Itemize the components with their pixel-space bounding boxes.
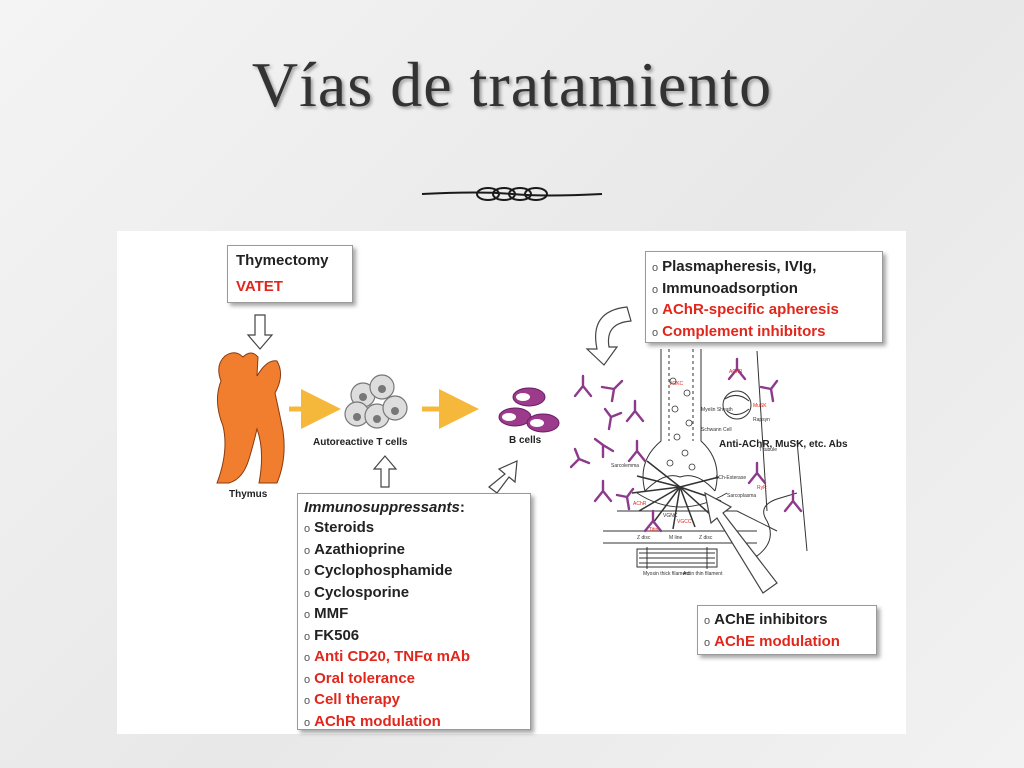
bullet-icon: o	[304, 523, 311, 535]
sarcomere	[636, 547, 718, 569]
bullet-icon: o	[304, 544, 311, 557]
bullet-icon: o	[304, 566, 311, 578]
treatment-pathways-diagram: Thymectomy VATET Thymus Autoreactive T c…	[117, 231, 906, 734]
t-cells-label: Autoreactive T cells	[313, 437, 408, 448]
vatet-label: VATET	[236, 278, 283, 295]
diagram-graphics	[216, 306, 808, 594]
nmj-label-rapsyn: Rapsyn	[753, 417, 770, 423]
immunosuppressants-heading: Immunosuppressants:	[304, 499, 465, 516]
bullet-icon: o	[704, 615, 711, 627]
arrow-plasma-curved	[585, 306, 632, 366]
nmj-label-schwann: Schwann Cell	[701, 427, 732, 433]
nmj-label-z-disc-right: Z disc	[699, 535, 713, 541]
thymus-shape	[216, 352, 285, 484]
arrow-immuno-to-tcells	[372, 455, 398, 488]
achr-inset	[722, 390, 752, 420]
b-cells-cluster	[498, 387, 560, 433]
bullet-icon: o	[304, 609, 311, 621]
bullet-icon: o	[652, 262, 659, 274]
nmj-label-ryr: RyR	[757, 485, 767, 491]
nmj-label-titin: Titin	[649, 527, 659, 533]
bullet-icon: o	[652, 326, 659, 339]
antibodies	[569, 357, 803, 533]
nmj-label-achr-top: AChR	[729, 369, 743, 375]
bullet-icon: o	[652, 283, 659, 296]
thymectomy-title: Thymectomy	[236, 252, 329, 269]
nmj-label-myosin: Myosin thick filament	[643, 571, 690, 577]
nmj-label-vgcc: VGCC	[677, 519, 692, 525]
neuromuscular-junction	[603, 349, 808, 557]
bullet-icon: o	[704, 636, 711, 649]
slide-title: Vías de tratamiento	[251, 49, 773, 120]
arrow-immuno-to-bcells	[488, 460, 518, 494]
title-flourish-ornament	[421, 187, 603, 201]
nmj-label-sarcoplasma: Sarcoplasma	[727, 493, 757, 499]
thymus-label: Thymus	[229, 489, 268, 500]
nmj-label-achr: AChR	[633, 501, 647, 507]
nmj-label-vgnc: VGNC	[663, 513, 678, 519]
arrow-ache-to-nmj	[704, 491, 778, 594]
nmj-label-myelin: Myelin Sheath	[701, 407, 733, 413]
bullet-icon: o	[304, 673, 311, 686]
bullet-icon: o	[304, 652, 311, 664]
nmj-label-z-disc-left: Z disc	[637, 535, 651, 541]
nmj-label-t-tubule: T tubule	[759, 447, 777, 453]
nmj-label-vgkc: VGKC	[669, 381, 684, 387]
b-cells-label: B cells	[509, 435, 542, 446]
arrow-thymectomy-down	[246, 314, 274, 350]
nmj-label-ach-esterase: ACh-Esterase	[715, 475, 747, 481]
bullet-icon: o	[304, 695, 311, 707]
bullet-icon: o	[652, 305, 659, 317]
thymectomy-box: Thymectomy VATET	[227, 245, 353, 303]
nmj-label-sarcolemma: Sarcolemma	[611, 463, 640, 469]
nmj-label-musk: MuSK	[753, 403, 767, 409]
antibodies-label: Anti-AChR, MuSK, etc. Abs	[719, 439, 848, 450]
nmj-label-actin: Actin thin filament	[683, 571, 723, 577]
bullet-icon: o	[304, 716, 311, 729]
nmj-label-m-line: M line	[669, 535, 683, 541]
bullet-icon: o	[304, 630, 311, 643]
bullet-icon: o	[304, 587, 311, 600]
